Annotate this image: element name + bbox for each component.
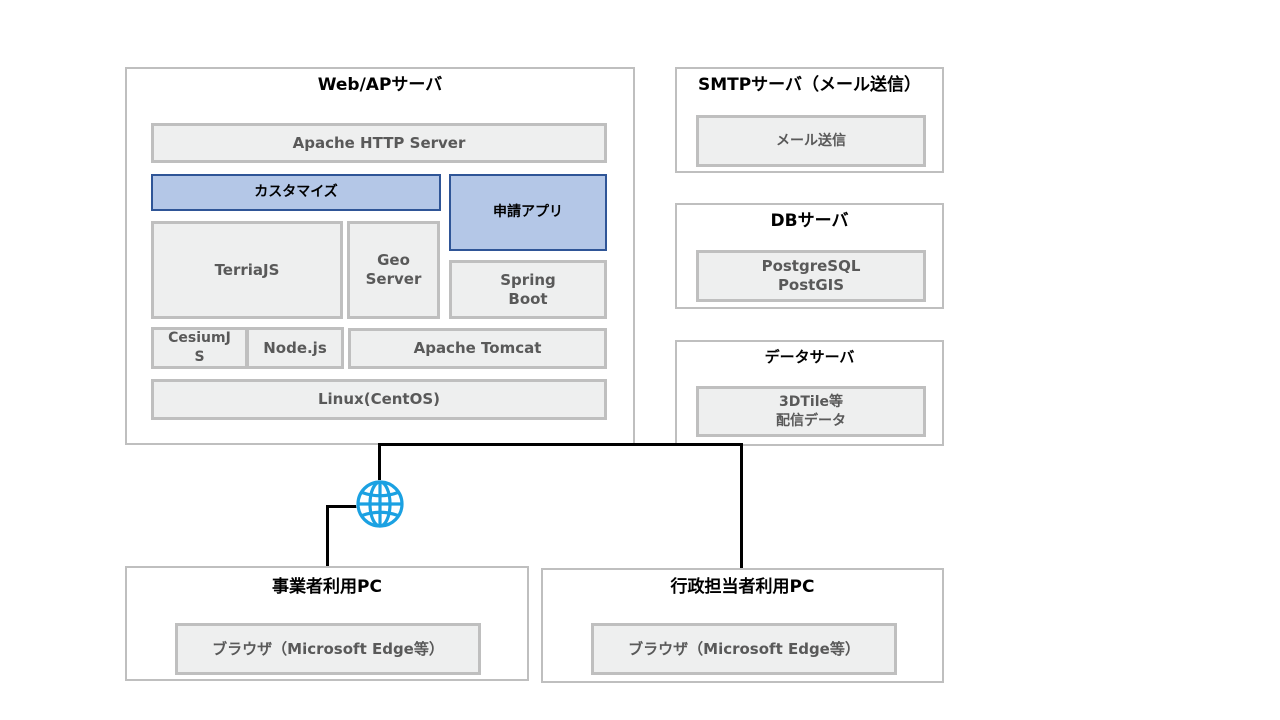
cesiumjs-box: CesiumJ S — [151, 327, 248, 369]
business-pc-title: 事業者利用PC — [272, 577, 382, 597]
network-line-admin — [740, 443, 743, 570]
terriajs-box: TerriaJS — [151, 221, 343, 319]
nodejs-box: Node.js — [246, 327, 344, 369]
data-server-group: データサーバ 3DTile等 配信データ — [675, 340, 944, 446]
customize-box: カスタマイズ — [151, 174, 441, 211]
application-app-box: 申請アプリ — [449, 174, 607, 251]
smtp-server-title: SMTPサーバ（メール送信） — [697, 75, 922, 95]
spring-boot-box: Spring Boot — [449, 260, 607, 319]
web-ap-server-title: Web/APサーバ — [317, 75, 443, 95]
data-delivery-box: 3DTile等 配信データ — [696, 386, 926, 437]
admin-pc-title: 行政担当者利用PC — [670, 577, 815, 597]
network-line-business-vertical — [326, 505, 329, 568]
db-server-title: DBサーバ — [770, 211, 849, 231]
apache-http-server-box: Apache HTTP Server — [151, 123, 607, 163]
network-line-globe-up — [378, 443, 381, 481]
business-browser-box: ブラウザ（Microsoft Edge等） — [175, 623, 481, 675]
data-server-title: データサーバ — [764, 348, 855, 366]
db-server-group: DBサーバ PostgreSQL PostGIS — [675, 203, 944, 309]
web-ap-server-group: Web/APサーバ Apache HTTP Server カスタマイズ 申請アプ… — [125, 67, 635, 445]
smtp-server-group: SMTPサーバ（メール送信） メール送信 — [675, 67, 944, 173]
network-line-top — [378, 443, 743, 446]
globe-icon — [356, 480, 404, 528]
network-line-business-horizontal — [326, 505, 358, 508]
apache-tomcat-box: Apache Tomcat — [348, 328, 607, 369]
geoserver-box: Geo Server — [347, 221, 440, 319]
mail-send-box: メール送信 — [696, 115, 926, 167]
admin-browser-box: ブラウザ（Microsoft Edge等） — [591, 623, 897, 675]
business-pc-group: 事業者利用PC ブラウザ（Microsoft Edge等） — [125, 566, 529, 681]
admin-pc-group: 行政担当者利用PC ブラウザ（Microsoft Edge等） — [541, 568, 944, 683]
linux-centos-box: Linux(CentOS) — [151, 379, 607, 420]
postgres-box: PostgreSQL PostGIS — [696, 250, 926, 302]
